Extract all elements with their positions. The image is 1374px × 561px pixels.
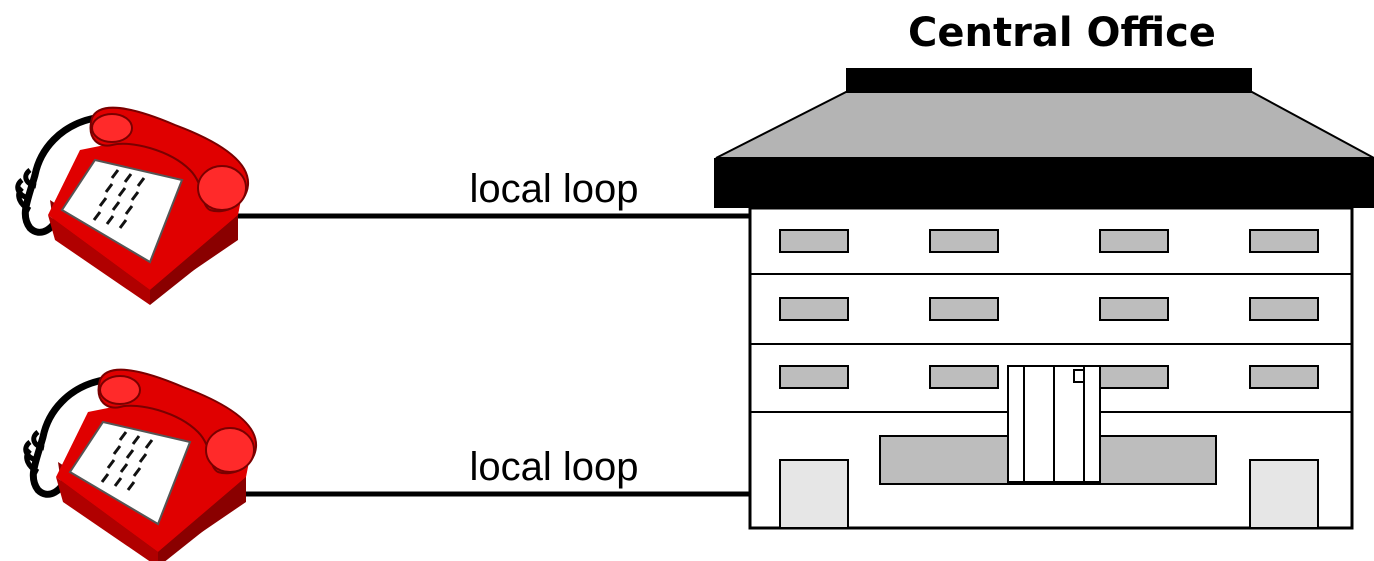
central-office-building-icon xyxy=(714,68,1374,530)
central-office-title: Central Office xyxy=(908,10,1216,56)
local-loop-label-top: local loop xyxy=(469,167,638,211)
telephone-icon xyxy=(23,368,258,561)
local-loop-label-bottom: local loop xyxy=(469,445,638,489)
telephone-icon xyxy=(15,106,250,305)
